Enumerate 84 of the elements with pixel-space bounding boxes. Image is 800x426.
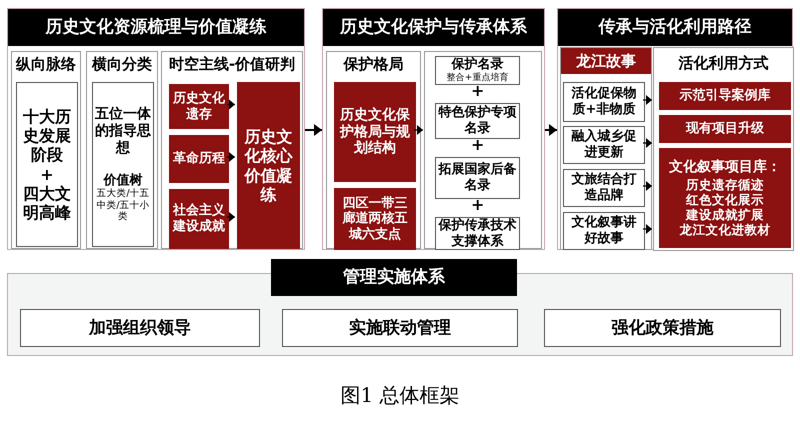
arrow (545, 124, 557, 136)
text-box (563, 82, 645, 122)
section-panel (322, 8, 545, 250)
arrow (227, 212, 235, 222)
box-text: + (40, 164, 54, 184)
box-text: 历史文化保护格局与规划结构 (338, 106, 411, 158)
text-box (563, 212, 645, 250)
highlight-box (334, 82, 416, 182)
arrow (414, 125, 423, 135)
highlight-box (659, 82, 791, 110)
box-text: 历史文化遗存 (173, 90, 225, 122)
box-text: 红色文化展示 (686, 192, 764, 208)
box-text: 文旅结合打造品牌 (570, 172, 638, 204)
highlight-box (169, 84, 229, 129)
text-box (544, 309, 781, 347)
plus-sign: + (471, 84, 484, 98)
box-text: 示范引导案例库 (680, 88, 770, 104)
text-box (282, 309, 518, 347)
column-panel (11, 51, 81, 249)
box-text: 强化政策措施 (612, 318, 714, 338)
text-box (16, 82, 78, 247)
arrow (643, 95, 652, 105)
box-text: 四区一带三廊道两核五城六支点 (341, 196, 408, 242)
figure-caption: 图1 总体框架 (339, 382, 461, 409)
box-text: 文化叙事项目库： (669, 158, 781, 176)
column-heading: 纵向脉络 (16, 55, 76, 73)
section-title: 历史文化保护与传承体系 (323, 9, 544, 46)
box-text: 拓展国家后备名录 (438, 162, 517, 194)
section-title: 管理实施体系 (271, 259, 517, 296)
box-text: 历史文化核心价值凝练 (243, 127, 294, 204)
text-box (563, 169, 645, 207)
column-panel (161, 51, 303, 249)
column-heading: 活化利用方式 (678, 54, 768, 72)
column-heading: 保护格局 (344, 55, 404, 73)
column-panel (560, 47, 652, 250)
box-text: 五位一体的指导思想 (95, 106, 151, 157)
box-text: 历史遗存循迹 (686, 177, 764, 192)
highlight-box (659, 148, 791, 248)
column-heading: 龙江故事 (561, 48, 651, 74)
arrow (227, 100, 235, 110)
plus-sign: + (471, 138, 484, 152)
highlight-box (169, 135, 229, 183)
box-text: 特色保护专项名录 (438, 105, 517, 137)
arrow (227, 152, 235, 162)
column-heading: 时空主线-价值研判 (168, 55, 296, 73)
box-text: 现有项目升级 (686, 121, 764, 137)
highlight-box (659, 115, 791, 143)
section-panel (7, 8, 305, 250)
column-panel (653, 47, 794, 251)
box-text: 加强组织领导 (89, 318, 191, 338)
box-text: 社会主义建设成就 (173, 203, 225, 235)
text-box (92, 82, 154, 247)
column-heading: 横向分类 (92, 55, 152, 73)
box-text: 建设成就扩展 (686, 207, 764, 222)
arrow (643, 224, 652, 234)
highlight-box (334, 188, 416, 250)
section-title: 历史文化资源梳理与价值凝练 (8, 9, 304, 46)
box-text: 活化促保物质+非物质 (570, 86, 638, 118)
column-panel (326, 51, 421, 249)
box-text: 价值树 (104, 172, 142, 188)
box-text: 整合+重点培育 (446, 72, 508, 84)
box-text: 十大历史发展阶段 (22, 106, 72, 164)
box-text: 融入城乡促进更新 (570, 129, 638, 161)
box-text: 四大文明高峰 (22, 184, 72, 222)
highlight-box (237, 82, 300, 249)
box-text: 保护传承技术支撑体系 (438, 218, 517, 250)
box-text: 龙江文化进教材 (680, 222, 770, 238)
arrow (643, 181, 652, 191)
list-panel (424, 51, 542, 249)
section-title: 传承与活化利用路径 (558, 9, 792, 46)
plus-sign: + (471, 198, 484, 212)
box-text: 五大类/十五中类/五十小类 (95, 188, 151, 223)
text-box (435, 56, 520, 85)
box-text: 实施联动管理 (349, 318, 451, 338)
text-box (563, 126, 645, 164)
arrow (643, 138, 652, 148)
arrow (305, 124, 322, 136)
column-panel (86, 51, 158, 249)
section-panel (557, 8, 793, 250)
text-box (20, 309, 260, 347)
box-text: 保护名录 (452, 57, 504, 72)
highlight-box (169, 189, 229, 249)
box-text: 文化叙事讲好故事 (570, 215, 638, 247)
box-text: 革命历程 (173, 151, 225, 167)
